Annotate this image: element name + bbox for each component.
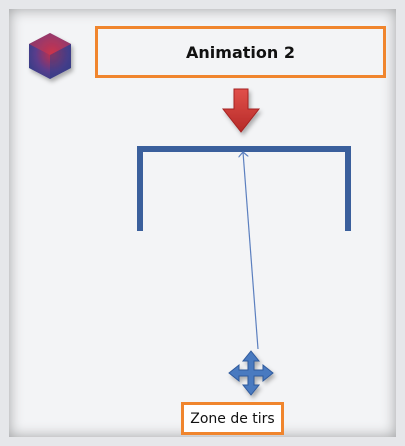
shooting-zone-label: Zone de tirs [190,410,275,427]
shooting-zone-label-box: Zone de tirs [181,402,284,435]
move-arrows-icon [228,350,274,396]
animation-title: Animation 2 [95,26,386,78]
goal-frame [137,146,351,231]
hexagon-cube-icon [29,33,71,79]
animation-title-label: Animation 2 [186,42,295,62]
down-arrow-icon [221,88,261,133]
shot-trajectory-arrow [243,152,259,350]
